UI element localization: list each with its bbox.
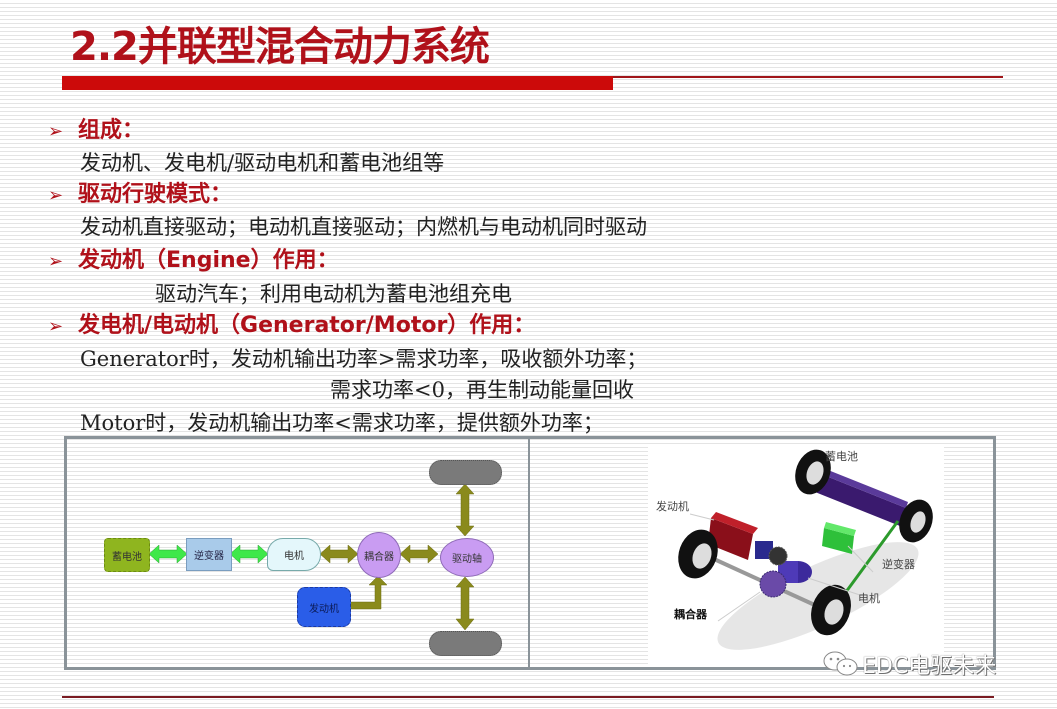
bullet-generator-motor-role: ➢ 发电机/电动机（Generator/Motor）作用： [48, 311, 535, 342]
coupler-node: 耦合器 [357, 532, 401, 578]
page-title: 2.2并联型混合动力系统 [70, 24, 490, 70]
figure-frame: 蓄电池 逆变器 电机 耦合器 驱动轴 发动机 [64, 436, 996, 670]
arrow-bullet-icon: ➢ [48, 121, 64, 142]
bullet-engine-role: ➢ 发动机（Engine）作用： [48, 246, 339, 277]
composition-text: 发动机、发电机/驱动电机和蓄电池组等 [80, 151, 445, 175]
motor-mode-text: Motor时，发动机输出功率<需求功率，提供额外功率； [80, 411, 604, 435]
wechat-icon [823, 651, 858, 676]
footer-divider [62, 696, 994, 698]
section-heading: 驱动行驶模式： [78, 182, 233, 207]
section-heading: 发动机（Engine）作用： [78, 248, 339, 273]
title-underline [613, 76, 1003, 78]
watermark-text: EDC电驱未来 [862, 654, 997, 679]
chassis-drawing [678, 449, 933, 650]
wheel-bottom-node [429, 631, 502, 656]
regen-text: 需求功率<0，再生制动能量回收 [330, 378, 634, 402]
engine-node: 发动机 [297, 587, 351, 627]
section-heading: 组成： [78, 118, 145, 143]
label-engine: 发动机 [656, 500, 689, 513]
drive-shaft-node: 驱动轴 [440, 538, 494, 577]
label-inverter: 逆变器 [882, 558, 915, 571]
bullet-drive-modes: ➢ 驱动行驶模式： [48, 180, 232, 211]
battery-node: 蓄电池 [104, 538, 150, 572]
wheel-top-node [429, 460, 502, 485]
label-coupler: 耦合器 [674, 608, 707, 621]
bullet-composition: ➢ 组成： [48, 116, 144, 147]
arrow-bullet-icon: ➢ [48, 316, 64, 337]
inverter-node: 逆变器 [186, 538, 232, 571]
label-battery: 蓄电池 [825, 450, 858, 463]
arrow-bullet-icon: ➢ [48, 185, 64, 206]
title-accent-bar [62, 76, 613, 90]
motor-node: 电机 [267, 538, 321, 571]
drive-modes-text: 发动机直接驱动；电动机直接驱动；内燃机与电动机同时驱动 [80, 215, 647, 239]
diagram-arrows [148, 483, 475, 631]
engine-role-text: 驱动汽车；利用电动机为蓄电池组充电 [155, 282, 512, 306]
generator-mode-text: Generator时，发动机输出功率>需求功率，吸收额外功率； [80, 347, 648, 371]
parallel-hybrid-block-diagram: 蓄电池 逆变器 电机 耦合器 驱动轴 发动机 [67, 439, 531, 667]
arrow-bullet-icon: ➢ [48, 251, 64, 272]
label-motor: 电机 [858, 592, 880, 605]
panel-divider [528, 436, 530, 670]
section-heading: 发电机/电动机（Generator/Motor）作用： [78, 313, 536, 338]
hybrid-chassis-illustration: 蓄电池 发动机 逆变器 电机 耦合器 [648, 446, 944, 666]
